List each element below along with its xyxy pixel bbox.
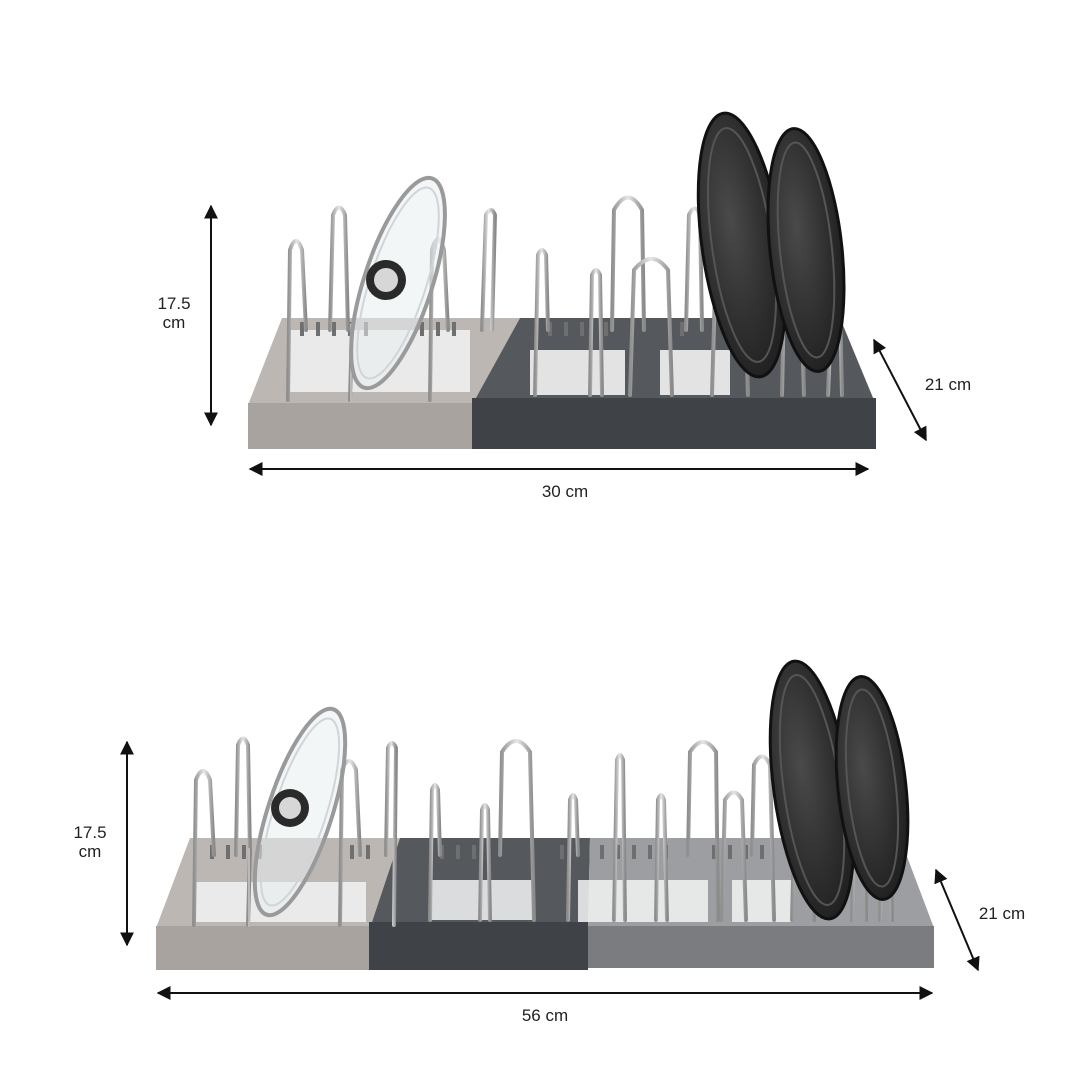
top-width-label: 30 cm (541, 482, 589, 501)
top-rack-left-front (248, 403, 472, 449)
top-depth-arrow (873, 338, 927, 442)
bottom-depth-arrow (934, 868, 980, 972)
bottom-width-label: 56 cm (521, 1006, 569, 1025)
top-rack-pans (696, 111, 846, 379)
bottom-depth-label: 21 cm (978, 904, 1026, 923)
bottom-rack-glass-lid (252, 706, 348, 918)
bottom-rack-left-front (156, 926, 370, 970)
bottom-rack-pans (768, 659, 910, 921)
bottom-rack-right-front (588, 926, 934, 968)
top-rack-right-front (472, 398, 876, 449)
top-rack-glass-lid (349, 175, 447, 391)
top-height-label: 17.5 cm (157, 294, 191, 332)
bottom-rack-middle-front (369, 922, 588, 970)
bottom-rack (120, 659, 980, 1000)
bottom-height-label: 17.5 cm (73, 823, 107, 861)
top-depth-label: 21 cm (924, 375, 972, 394)
top-rack (204, 111, 927, 476)
